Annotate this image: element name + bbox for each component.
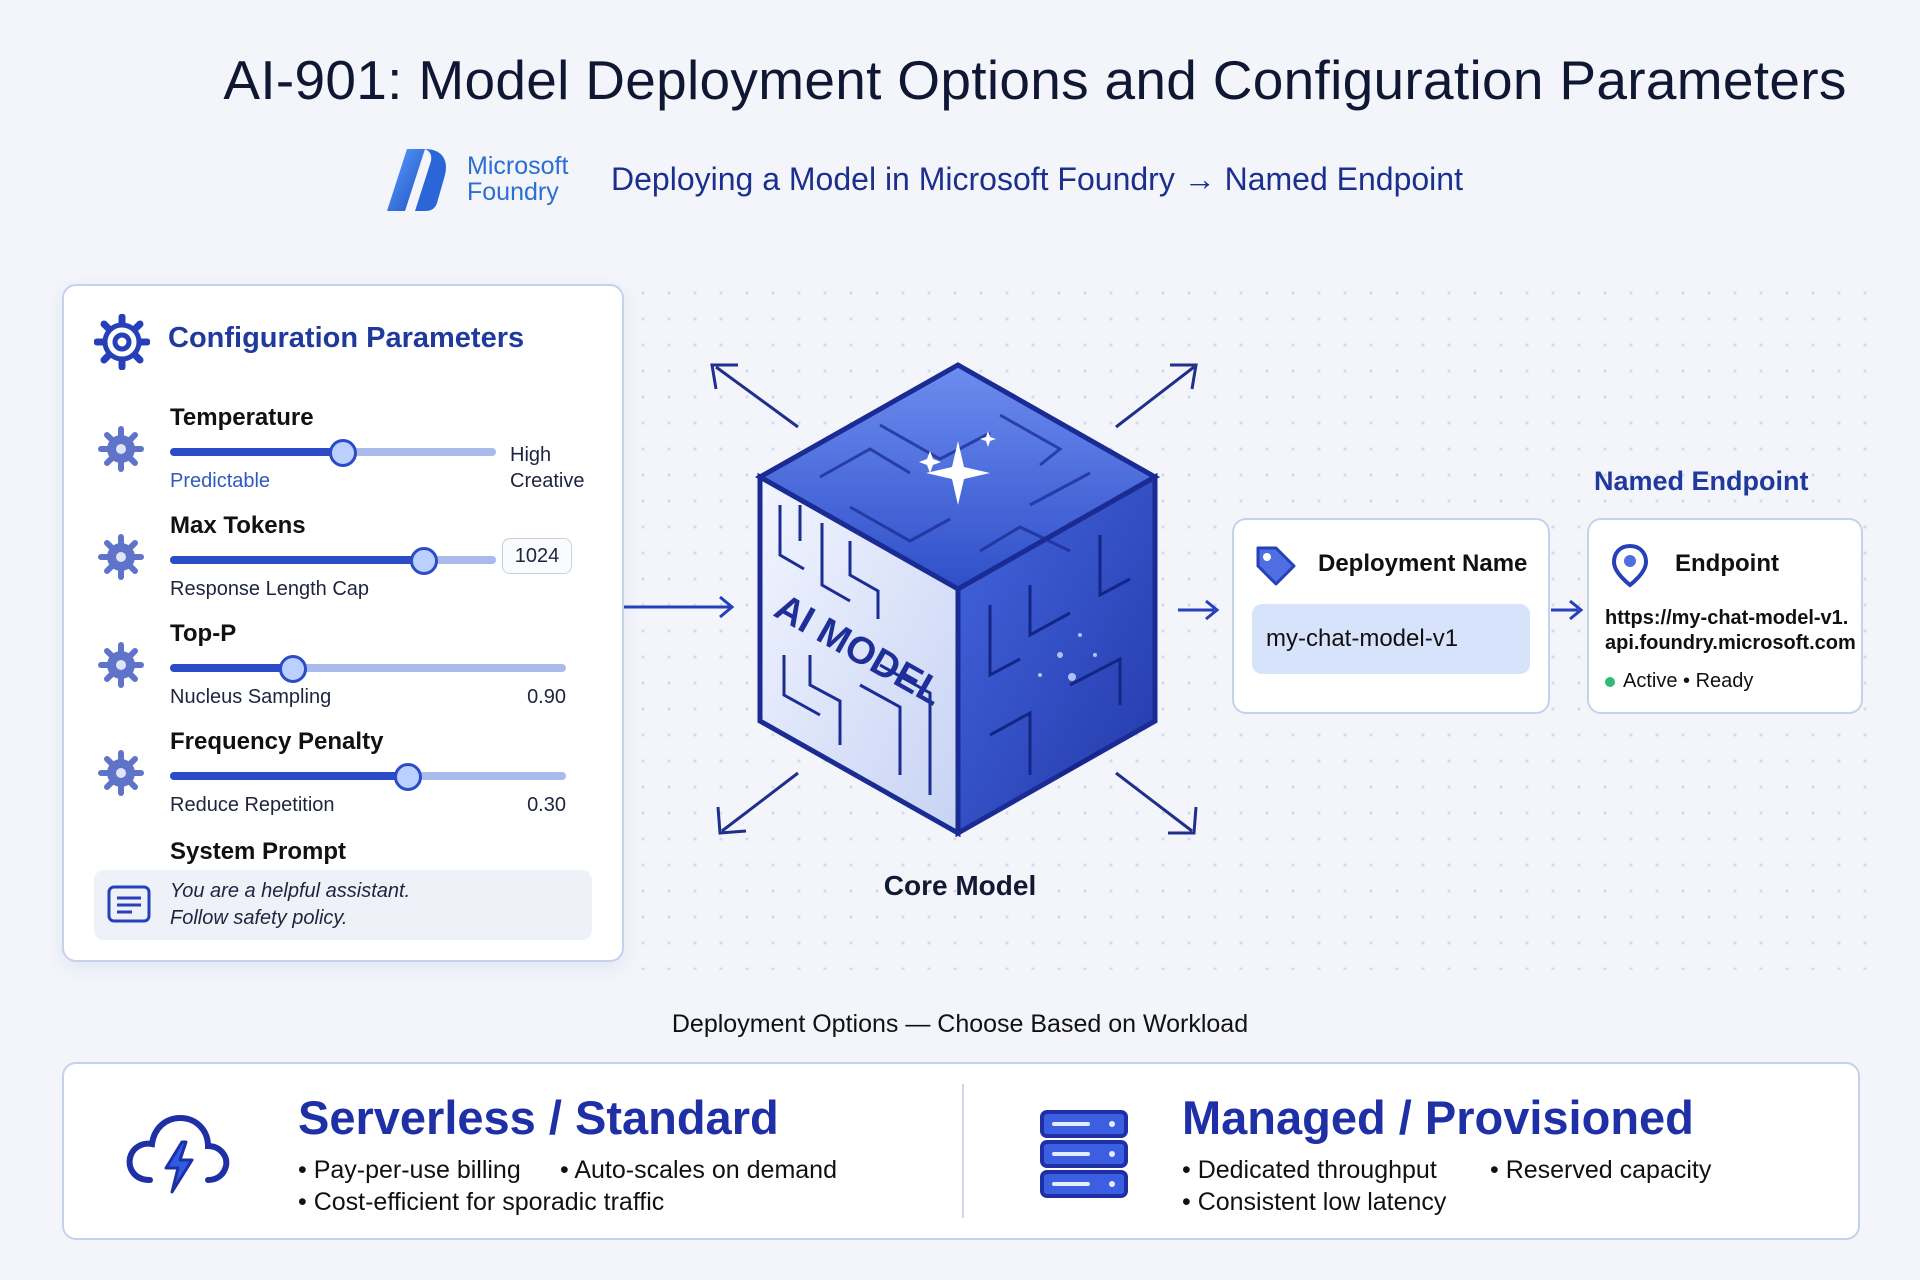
param-name: Top-P <box>170 620 237 647</box>
cloud-lightning-icon <box>126 1114 230 1194</box>
microsoft-foundry-logo-icon <box>387 149 447 211</box>
page-subtitle: Deploying a Model in Microsoft Foundry →… <box>611 161 1463 197</box>
logo-line-1: Microsoft <box>467 152 569 180</box>
gear-icon <box>94 314 150 370</box>
param-caption: Response Length Cap <box>170 578 370 600</box>
arrow-right-icon <box>1178 599 1220 621</box>
tag-icon <box>1256 546 1296 586</box>
small-gear-icon <box>98 750 144 796</box>
config-title: Configuration Parameters <box>168 322 525 354</box>
small-gear-icon <box>98 426 144 472</box>
high-label-1: High <box>510 444 552 466</box>
param-caption: Nucleus Sampling <box>170 686 332 708</box>
serverless-bullet: • Pay-per-use billing <box>298 1156 521 1184</box>
param-name: Max Tokens <box>170 512 306 539</box>
temperature-slider[interactable] <box>170 439 496 467</box>
endpoint-status: Active • Ready <box>1605 670 1753 693</box>
deployment-name-title: Deployment Name <box>1318 550 1528 577</box>
status-dot-icon <box>1605 676 1615 687</box>
serverless-title: Serverless / Standard <box>298 1091 779 1144</box>
serverless-bullet: • Cost-efficient for sporadic traffic <box>298 1188 665 1216</box>
param-max-tokens: Max Tokens 1024 Response Length Cap <box>64 512 622 612</box>
top-p-slider[interactable] <box>170 655 566 683</box>
managed-title: Managed / Provisioned <box>1182 1091 1694 1144</box>
param-value: 0.30 <box>527 794 566 816</box>
location-pin-icon <box>1611 543 1649 588</box>
param-temperature: Temperature Predictable High Creative <box>64 404 622 504</box>
param-caption: Reduce Repetition <box>170 794 335 816</box>
managed-bullet: • Dedicated throughput <box>1182 1156 1437 1184</box>
deployment-name-field[interactable]: my-chat-model-v1 <box>1252 604 1530 674</box>
param-top-p: Top-P Nucleus Sampling 0.90 <box>64 620 622 720</box>
endpoint-title: Endpoint <box>1675 550 1779 577</box>
param-name: Temperature <box>170 404 314 431</box>
endpoint-url-line-1: https://my-chat-model-v1. <box>1605 607 1849 629</box>
system-prompt-title: System Prompt <box>170 838 347 865</box>
low-label: Predictable <box>170 470 271 492</box>
named-endpoint-heading: Named Endpoint <box>1594 466 1809 496</box>
managed-bullet: • Reserved capacity <box>1490 1156 1712 1184</box>
ai-model-cube: AI MODEL <box>710 362 1198 838</box>
logo-text: Microsoft Foundry <box>467 153 568 205</box>
endpoint-url-line-2: api.foundry.microsoft.com <box>1605 632 1856 654</box>
deployment-options-panel: Serverless / Standard • Pay-per-use bill… <box>62 1062 1860 1240</box>
serverless-bullet: • Auto-scales on demand <box>560 1156 837 1184</box>
deployment-options-title: Deployment Options — Choose Based on Wor… <box>671 1010 1249 1038</box>
managed-bullet: • Consistent low latency <box>1182 1188 1447 1216</box>
document-icon <box>107 885 151 923</box>
system-prompt-line-1: You are a helpful assistant. <box>170 880 411 902</box>
system-prompt-field[interactable]: You are a helpful assistant. Follow safe… <box>94 870 592 940</box>
slider-handle[interactable] <box>278 655 307 683</box>
slider-handle[interactable] <box>393 763 422 791</box>
system-prompt-text: You are a helpful assistant. Follow safe… <box>170 878 410 932</box>
max-tokens-slider[interactable] <box>170 547 496 575</box>
options-divider <box>962 1084 964 1218</box>
arrow-right-icon <box>1551 599 1584 621</box>
configuration-panel: Configuration Parameters Temperature Pre… <box>62 284 624 962</box>
param-frequency-penalty: Frequency Penalty Reduce Repetition 0.30 <box>64 728 622 828</box>
param-name: Frequency Penalty <box>170 728 384 755</box>
slider-handle[interactable] <box>410 547 439 575</box>
small-gear-icon <box>98 534 144 580</box>
high-label-2: Creative <box>510 470 585 492</box>
subtitle-row: Microsoft Foundry Deploying a Model in M… <box>385 145 1585 215</box>
param-value: 0.90 <box>527 686 566 708</box>
endpoint-url[interactable]: https://my-chat-model-v1. api.foundry.mi… <box>1605 606 1856 656</box>
max-tokens-value[interactable]: 1024 <box>502 538 572 574</box>
frequency-penalty-slider[interactable] <box>170 763 566 791</box>
endpoint-card: Endpoint https://my-chat-model-v1. api.f… <box>1587 518 1863 714</box>
deployment-name-card: Deployment Name my-chat-model-v1 <box>1232 518 1550 714</box>
status-text: Active • Ready <box>1623 670 1754 692</box>
logo-line-2: Foundry <box>467 178 559 206</box>
system-prompt-line-2: Follow safety policy. <box>170 907 348 929</box>
server-icon <box>1040 1110 1128 1198</box>
page-title: AI-901: Model Deployment Options and Con… <box>223 49 1847 111</box>
small-gear-icon <box>98 642 144 688</box>
slider-handle[interactable] <box>328 439 357 467</box>
core-model-label: Core Model <box>883 870 1037 901</box>
arrow-right-icon <box>624 595 735 619</box>
